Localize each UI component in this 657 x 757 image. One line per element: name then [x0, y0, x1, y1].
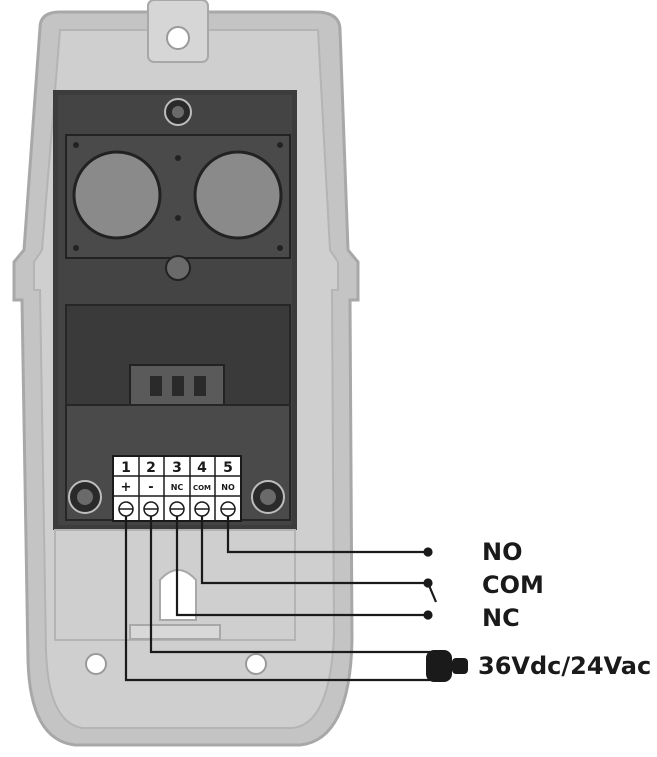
wire-power-neg — [149, 516, 430, 654]
terminal-screws — [118, 501, 236, 517]
terminal-4-symbol: COM — [193, 484, 211, 492]
top-mount — [147, 0, 209, 63]
terminal-2-symbol: - — [148, 480, 153, 495]
wire-power-pos — [124, 516, 430, 682]
wire-no — [226, 516, 428, 554]
terminal-block: 1 2 3 4 5 + - NC COM NO — [112, 455, 242, 522]
contact-switch — [426, 582, 438, 603]
label-nc: NC — [482, 604, 520, 632]
terminal-3-symbol: NC — [171, 483, 184, 492]
terminal-5-symbol: NO — [221, 483, 235, 492]
label-com: COM — [482, 571, 544, 599]
terminal-4-number: 4 — [197, 460, 207, 476]
terminal-5-number: 5 — [223, 460, 233, 476]
power-plug — [426, 650, 468, 682]
wire-com — [200, 516, 428, 585]
receiver-lens — [193, 150, 283, 240]
terminal-3-number: 3 — [172, 460, 182, 476]
bottom-left-hole — [85, 653, 107, 675]
top-screw-hole — [166, 26, 190, 50]
terminal-1-symbol: + — [121, 480, 132, 495]
transmitter-lens — [72, 150, 162, 240]
wire-nc — [175, 516, 428, 617]
adjust-screw — [165, 255, 191, 281]
terminal-2-number: 2 — [146, 460, 156, 476]
label-power: 36Vdc/24Vac — [478, 652, 651, 680]
bottom-right-hole — [245, 653, 267, 675]
terminal-1-number: 1 — [121, 460, 131, 476]
wires — [124, 516, 438, 682]
label-no: NO — [482, 538, 523, 566]
